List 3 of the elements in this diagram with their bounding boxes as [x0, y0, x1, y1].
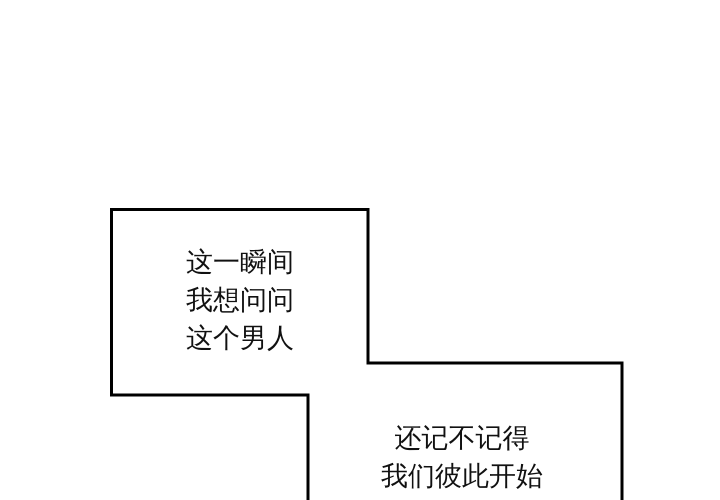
speech-panel	[110, 208, 624, 500]
dialogue-text: 还记不记得我们彼此开始	[381, 422, 543, 494]
dialogue-text: 这一瞬间我想问问这个男人	[186, 246, 294, 356]
